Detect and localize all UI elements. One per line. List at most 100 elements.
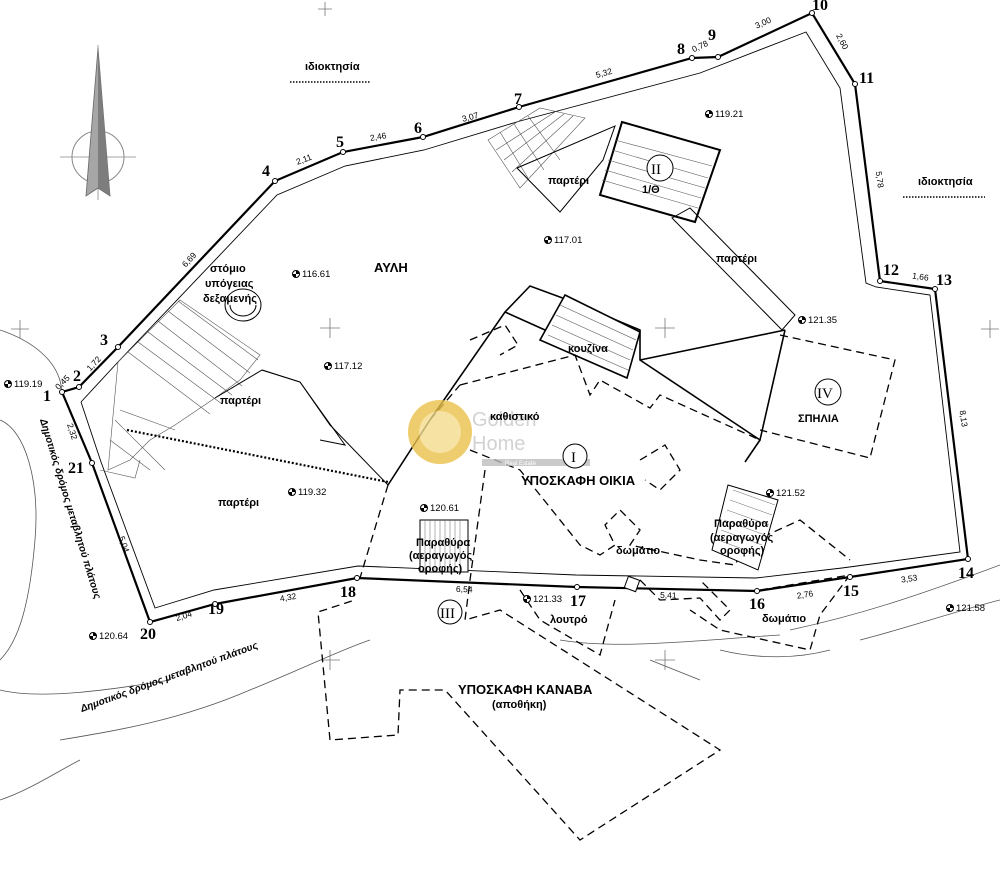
dimension: 5,32 [595,66,614,80]
dimension: 3,53 [900,572,918,584]
svg-text:I: I [571,450,576,466]
elevation-value: 121.33 [533,594,562,605]
point-labels: 1 2 3 4 5 6 7 8 9 10 11 12 13 14 15 16 1… [43,0,974,643]
road-label-left: Δημοτικός δρόμος μεταβλητού πλάτους [37,417,103,601]
point-number: 20 [140,626,156,643]
watermark-text-2: Home [472,433,525,455]
inner-wall-line [80,31,961,609]
cellar-label: III ΥΠΟΣΚΑΦΗ ΚΑΝΑΒΑ (αποθήκη) [437,599,593,711]
terrain-lines [0,329,1000,801]
dimension: 4,32 [279,591,297,604]
elevation-mark: 121.33 [523,594,562,605]
svg-text:(αεραγωγός: (αεραγωγός [409,550,472,562]
point-number: 15 [843,583,859,600]
svg-text:οροφής): οροφής) [418,563,463,575]
elevation-mark: 117.01 [544,235,582,246]
dimension: 2,32 [65,422,80,441]
dimension: 2,60 [834,32,851,52]
dimension: 2,11 [295,152,314,167]
svg-text:IV: IV [817,386,833,402]
elevation-mark: 116.61 [292,269,330,280]
vent-b-label: Παραθύρα (αεραγωγός οροφής) [710,518,773,557]
svg-text:(αεραγωγός: (αεραγωγός [710,532,773,544]
bathroom-label: λουτρό [550,614,588,626]
parterre-right [671,207,796,331]
parterre-left-outlines [214,369,389,486]
house-label: I ΥΠΟΣΚΑΦΗ ΟΙΚΙΑ [521,443,636,488]
north-arrow-icon [60,45,136,200]
point-number: 6 [414,120,422,137]
cellar-outline [317,469,722,841]
point-number: 14 [958,565,974,582]
dimension: 5,04 [117,535,132,554]
elevation-value: 117.01 [554,235,582,246]
elevation-mark: 120.61 [420,503,459,514]
point-number: 11 [859,70,874,87]
watermark-logo: Golden Home Real Estate [408,400,590,467]
elevation-value: 121.35 [808,315,837,326]
cave-label: IV ΣΠΗΛΙΑ [798,378,842,425]
living-room-label: καθιστικό [490,411,540,423]
cave-outline [759,334,896,459]
svg-text:ΥΠΟΣΚΑΦΗ ΟΙΚΙΑ: ΥΠΟΣΚΑΦΗ ΟΙΚΙΑ [521,473,636,488]
bathroom-outline [519,589,616,656]
elevation-value: 121.52 [776,488,805,499]
dimension: 6,54 [456,584,473,595]
elevation-value: 119.21 [715,109,743,120]
dimension: 5,78 [874,171,886,189]
elevation-value: 120.64 [99,631,128,642]
parterre-top [516,125,616,213]
svg-text:οροφής): οροφής) [720,545,765,557]
property-label-right: ιδιοκτησία [903,176,985,198]
elevation-mark: 121.52 [766,488,805,499]
elevation-mark: 119.19 [4,379,42,390]
point-number: 2 [73,368,81,385]
left-stairs [99,299,261,479]
point-number: 1 [43,388,51,405]
point-number: 16 [749,596,765,613]
svg-text:Παραθύρα: Παραθύρα [416,537,470,549]
watermark-text-1: Golden [472,409,537,431]
building-2-label: II 1/Θ [642,154,674,196]
dimension: 3,07 [461,110,480,124]
svg-text:ΥΠΟΣΚΑΦΗ ΚΑΝΑΒΑ: ΥΠΟΣΚΑΦΗ ΚΑΝΑΒΑ [458,682,593,697]
kitchen-block [538,293,641,380]
corner-markers [59,10,971,625]
elevation-mark: 117.12 [324,361,362,372]
svg-text:(αποθήκη): (αποθήκη) [492,699,547,711]
dimension: 1,66 [912,271,930,283]
elevation-value: 120.61 [430,503,459,514]
svg-text:ιδιοκτησία: ιδιοκτησία [918,176,973,188]
parterre-label: παρτέρι [218,497,259,509]
elevation-value: 119.19 [14,379,42,390]
elevation-mark: 120.64 [89,631,128,642]
property-label-left: ιδιοκτησία [290,61,370,83]
dimension: 2,46 [369,130,387,143]
svg-text:ΣΠΗΛΙΑ: ΣΠΗΛΙΑ [798,413,839,425]
vent-a-label: Παραθύρα (αεραγωγός οροφής) [409,537,472,575]
point-number: 3 [100,332,108,349]
property-boundary [60,11,970,624]
grid-crosses [11,2,999,670]
point-number: 10 [812,0,828,14]
elevation-value: 119.32 [298,487,326,498]
point-number: 5 [336,134,344,151]
svg-text:Παραθύρα: Παραθύρα [714,518,768,530]
chain-fence [126,428,389,484]
room-label: δωμάτιο [762,613,806,625]
room-2-outline [639,574,852,651]
tank-label-3: δεξαμενής [203,293,257,305]
room-label: δωμάτιο [616,545,660,557]
tank-label-2: υπόγειας [205,278,254,290]
svg-text:II: II [651,162,661,178]
elevation-value: 116.61 [302,269,330,280]
point-number: 21 [68,460,84,477]
parterre-label: παρτέρι [548,175,589,187]
dimension: 5,41 [660,590,677,601]
courtyard-label: ΑΥΛΗ [374,260,408,275]
point-number: 19 [208,601,224,618]
point-number: 8 [677,41,685,58]
point-number: 12 [883,262,899,279]
svg-text:1/Θ: 1/Θ [642,184,660,196]
dimension: 1,72 [84,354,103,373]
